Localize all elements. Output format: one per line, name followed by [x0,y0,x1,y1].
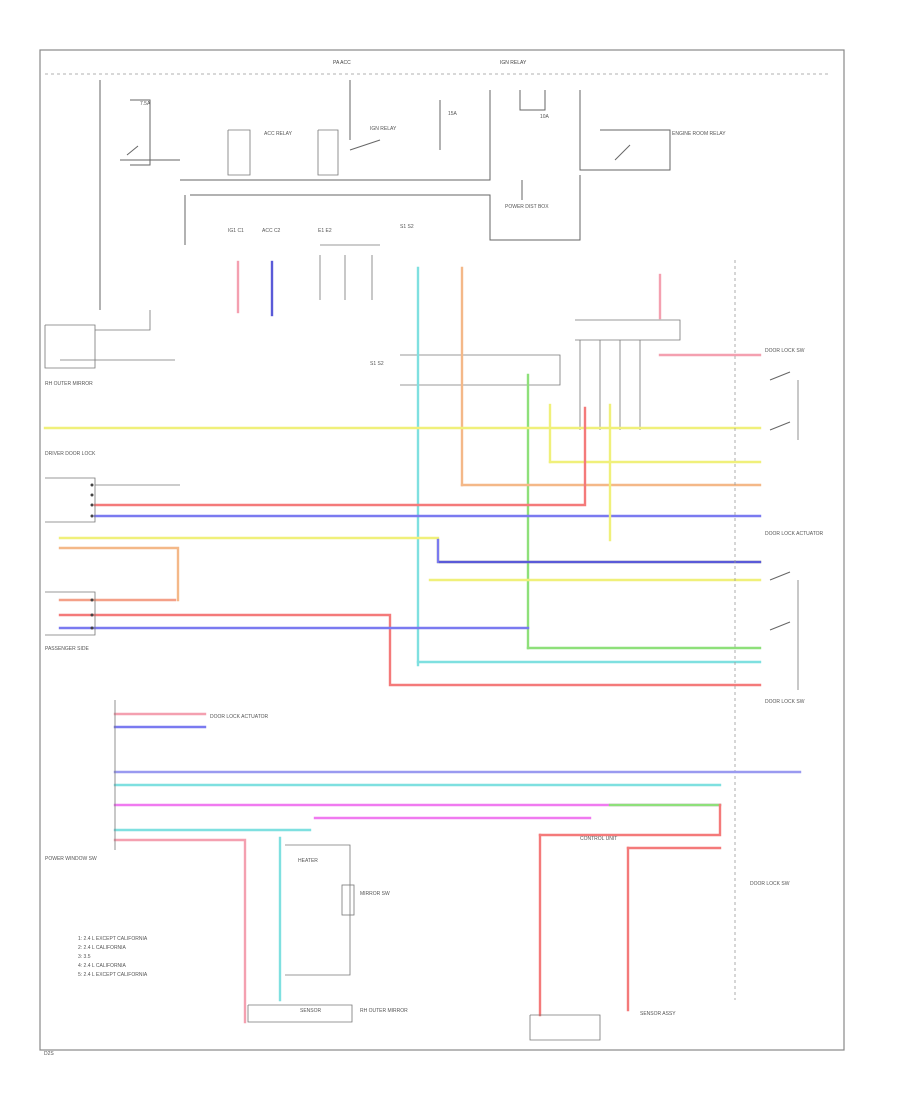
corner-tag: D2S [44,1051,54,1057]
relay-label-2: IGN RELAY [370,126,397,132]
connector-label-4: S1 S2 [400,224,414,230]
connector-row: IG1 C1 ACC C2 E1 E2 S1 S2 [228,224,414,300]
right-block-label-3: DOOR LOCK SW [765,699,805,705]
top-structure: 7.5A ACC RELAY IGN RELAY 15A 10A ENGINE … [99,80,726,310]
left-block-label-2: DRIVER DOOR LOCK [45,451,96,457]
left-component-1: RH OUTER MIRROR [44,310,175,387]
lower-label-actuator: DOOR LOCK ACTUATOR [210,714,269,720]
left-block-label-1: RH OUTER MIRROR [45,381,93,387]
wire-red-top [93,406,587,507]
left-connector-block-1: DRIVER DOOR LOCK [45,451,180,523]
wire-pink-drop [113,838,247,1024]
diagram-frame [39,49,845,1051]
connector-label-1: IG1 C1 [228,228,244,234]
legend: 1: 2.4 L EXCEPT CALIFORNIA 2: 2.4 L CALI… [78,936,148,978]
left-block-label-3: POWER WINDOW SW [45,856,97,862]
left-connector-block-2: PASSENGER SIDE [45,591,96,652]
central-connector: S1 S2 [370,319,681,430]
legend-item-2: 2: 2.4 L CALIFORNIA [78,945,127,951]
central-connector-label: S1 S2 [370,361,384,367]
bottom-block-label-1: HEATER [298,858,318,864]
bottom-right-label-1: SENSOR ASSY [640,1011,676,1017]
relay-label-1: ACC RELAY [264,131,293,137]
bottom-right-label-2: CONTROL UNIT [580,836,617,842]
wire-yellow-mid [58,536,762,564]
fuse-label-1: 7.5A [140,101,151,107]
connector-label-3: E1 E2 [318,228,332,234]
fuse-label-2: 15A [448,111,458,117]
legend-item-3: 3: 3.5 [78,954,91,960]
wire-red-lower-1 [538,803,722,837]
wire-orange-mid [58,546,180,602]
bottom-right-label-3: DOOR LOCK SW [750,881,790,887]
bottom-block-label-2: MIRROR SW [360,891,390,897]
connector-label-2: ACC C2 [262,228,281,234]
module-label-1: POWER DIST BOX [505,204,549,210]
top-bus-label-1: PA ACC [333,60,351,66]
legend-item-1: 1: 2.4 L EXCEPT CALIFORNIA [78,936,148,942]
lower-section: POWER WINDOW SW DOOR LOCK ACTUATOR [45,700,802,1024]
bottom-block-label-3: RH OUTER MIRROR [360,1008,408,1014]
legend-item-4: 4: 2.4 L CALIFORNIA [78,963,127,969]
relay-label-3: ENGINE ROOM RELAY [672,131,726,137]
right-block-label-1: DOOR LOCK SW [765,348,805,354]
right-switches: DOOR LOCK SW DOOR LOCK ACTUATOR DOOR LOC… [734,260,824,1000]
right-block-label-2: DOOR LOCK ACTUATOR [765,531,824,537]
fuse-label-3: 10A [540,114,550,120]
left-block-label-4: PASSENGER SIDE [45,646,89,652]
wire-red-bottom [58,613,762,687]
bottom-components: HEATER MIRROR SW SENSOR RH OUTER MIRROR … [247,836,790,1041]
bottom-block-label-4: SENSOR [300,1008,322,1014]
legend-item-5: 5: 2.4 L EXCEPT CALIFORNIA [78,972,148,978]
top-bus-label-2: IGN RELAY [500,60,527,66]
